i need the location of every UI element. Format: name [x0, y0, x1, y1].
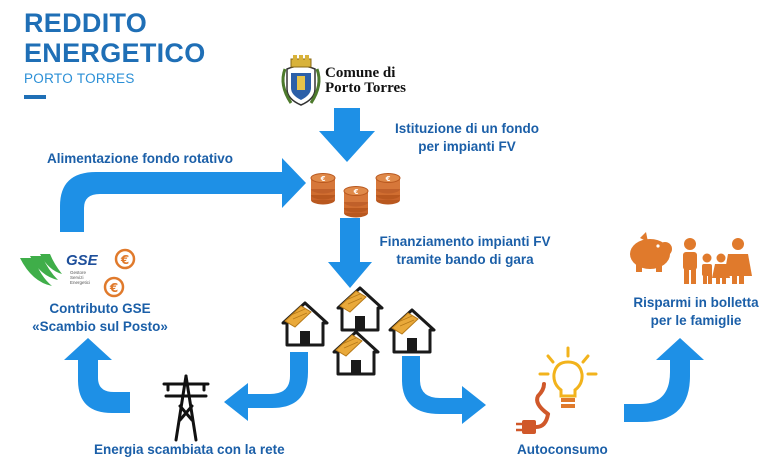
gse-logo-icon: [20, 254, 62, 286]
arrow-fund-to-houses: [328, 218, 372, 288]
label-risparmi-line-2: per le famiglie: [650, 313, 742, 328]
arrow-houses-to-grid: [224, 352, 308, 421]
svg-text:€: €: [120, 253, 129, 267]
coat-of-arms-icon: [281, 55, 321, 106]
gse-sub-1: Gestore: [70, 270, 87, 275]
coins-icon: [310, 173, 401, 218]
arrow-houses-to-autoconsumo: [402, 356, 486, 424]
arrow-municipality-to-fund: [319, 108, 375, 162]
gse-logo-text: GSE: [66, 252, 98, 269]
arrow-autoconsumo-to-savings: [624, 338, 704, 422]
lightbulb-icon: [538, 346, 598, 408]
logo-line-1: Comune di: [325, 65, 396, 81]
piggy-bank-icon: [630, 232, 672, 272]
power-pylon-icon: [162, 374, 210, 442]
page-title: REDDITO ENERGETICO: [24, 8, 206, 68]
label-finanziamento-line-1: Finanziamento impianti FV: [379, 234, 551, 249]
logo-line-2: Porto Torres: [325, 80, 406, 96]
plug-icon: [516, 382, 550, 434]
label-contributo-line-2: «Scambio sul Posto»: [32, 319, 168, 334]
flow-arrows: [60, 108, 704, 424]
label-autoconsumo: Autoconsumo: [517, 442, 608, 457]
label-istituzione-line-2: per impianti FV: [418, 139, 516, 154]
title-line-1: REDDITO: [24, 8, 148, 38]
arrow-gse-to-fund: [60, 158, 306, 232]
svg-text:€: €: [109, 281, 118, 295]
label-alimentazione: Alimentazione fondo rotativo: [47, 151, 234, 166]
gse-sub-2: Servizi: [70, 275, 84, 280]
euro-icon: € €: [103, 248, 136, 298]
title-line-2: ENERGETICO: [24, 38, 206, 68]
gse-logo-subtext: Gestore Servizi Energetici: [70, 270, 90, 285]
label-energia-scambiata: Energia scambiata con la rete: [94, 442, 285, 457]
label-risparmi-line-1: Risparmi in bolletta: [633, 295, 759, 310]
label-contributo-gse: Contributo GSE «Scambio sul Posto»: [20, 300, 180, 336]
label-contributo-line-1: Contributo GSE: [49, 301, 151, 316]
label-istituzione-fondo: Istituzione di un fondo per impianti FV: [372, 120, 562, 156]
subtitle-underline: [24, 95, 46, 99]
page-subtitle: PORTO TORRES: [24, 71, 135, 86]
family-icon: [683, 238, 752, 284]
municipality-logo: Comune di Porto Torres: [325, 66, 406, 96]
gse-sub-3: Energetici: [70, 280, 91, 285]
label-istituzione-line-1: Istituzione di un fondo: [395, 121, 539, 136]
arrow-grid-to-gse: [64, 338, 130, 413]
label-risparmi: Risparmi in bolletta per le famiglie: [616, 294, 776, 330]
label-finanziamento-line-2: tramite bando di gara: [396, 252, 534, 267]
label-finanziamento: Finanziamento impianti FV tramite bando …: [372, 233, 558, 269]
